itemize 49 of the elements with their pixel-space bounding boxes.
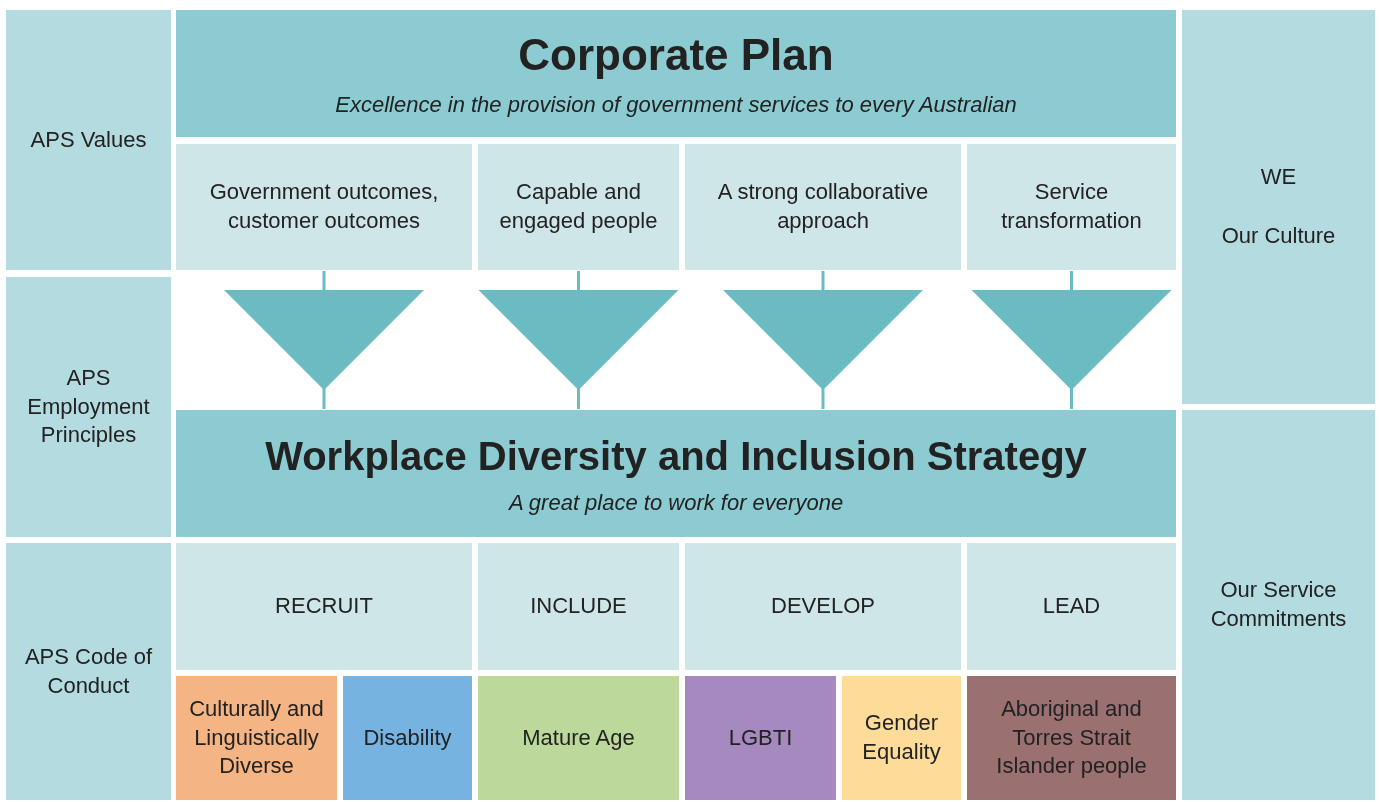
group-tile — [343, 676, 472, 800]
chevron-arrow — [971, 271, 1172, 409]
pillar-tile — [967, 543, 1176, 670]
tile-label: Gender Equality — [861, 709, 942, 766]
group-tile — [176, 676, 337, 800]
subheading: A great place to work for everyone — [508, 489, 844, 516]
tile-label: RECRUIT — [275, 592, 373, 621]
tile-label: Government outcomes, customer outcomes — [208, 178, 440, 235]
heading: Workplace Diversity and Inclusion Strategy — [265, 432, 1087, 480]
group-tile — [842, 676, 961, 800]
heading: Corporate Plan — [518, 29, 834, 82]
tile-label: Capable and engaged people — [498, 178, 659, 235]
outcome-tile — [685, 144, 961, 270]
tile-label: A strong collaborative approach — [716, 178, 930, 235]
header-banner — [176, 10, 1176, 137]
pillar-tile — [478, 543, 679, 670]
tile-label: WE — [1260, 163, 1297, 192]
tile-label: Culturally and Linguistically Diverse — [188, 695, 325, 781]
tile-label: DEVELOP — [771, 592, 875, 621]
pillar-tile — [176, 543, 472, 670]
chevron-arrow — [224, 271, 424, 409]
tile-label: INCLUDE — [530, 592, 627, 621]
tile-label: APS Employment Principles — [26, 364, 151, 450]
outcome-tile — [967, 144, 1176, 270]
header-banner — [176, 410, 1176, 537]
tile-label: Mature Age — [522, 723, 635, 752]
tile-label: Disability — [363, 723, 452, 752]
tile-label: APS Values — [30, 125, 147, 154]
value-tile — [6, 543, 171, 800]
group-tile — [685, 676, 836, 800]
value-tile — [6, 277, 171, 537]
chevron-arrow — [723, 271, 923, 409]
tile-label: LEAD — [1042, 592, 1101, 621]
tile-label: Our Service Commitments — [1209, 576, 1348, 633]
outcome-tile — [176, 144, 472, 270]
subheading: Excellence in the provision of government services to every Australian — [335, 91, 1017, 118]
tile-label: LGBTI — [728, 723, 793, 752]
tile-label: Service transformation — [1000, 178, 1143, 235]
culture-tile — [1182, 410, 1375, 800]
group-tile — [478, 676, 679, 800]
tile-label: Our Culture — [1221, 222, 1336, 250]
group-tile — [967, 676, 1176, 800]
chevron-arrow — [478, 271, 679, 409]
outcome-tile — [478, 144, 679, 270]
value-tile — [6, 10, 171, 270]
tile-label: APS Code of Conduct — [23, 642, 154, 700]
tile-label: Aboriginal and Torres Strait Islander people — [995, 695, 1148, 781]
culture-tile — [1182, 10, 1375, 404]
pillar-tile — [685, 543, 961, 670]
